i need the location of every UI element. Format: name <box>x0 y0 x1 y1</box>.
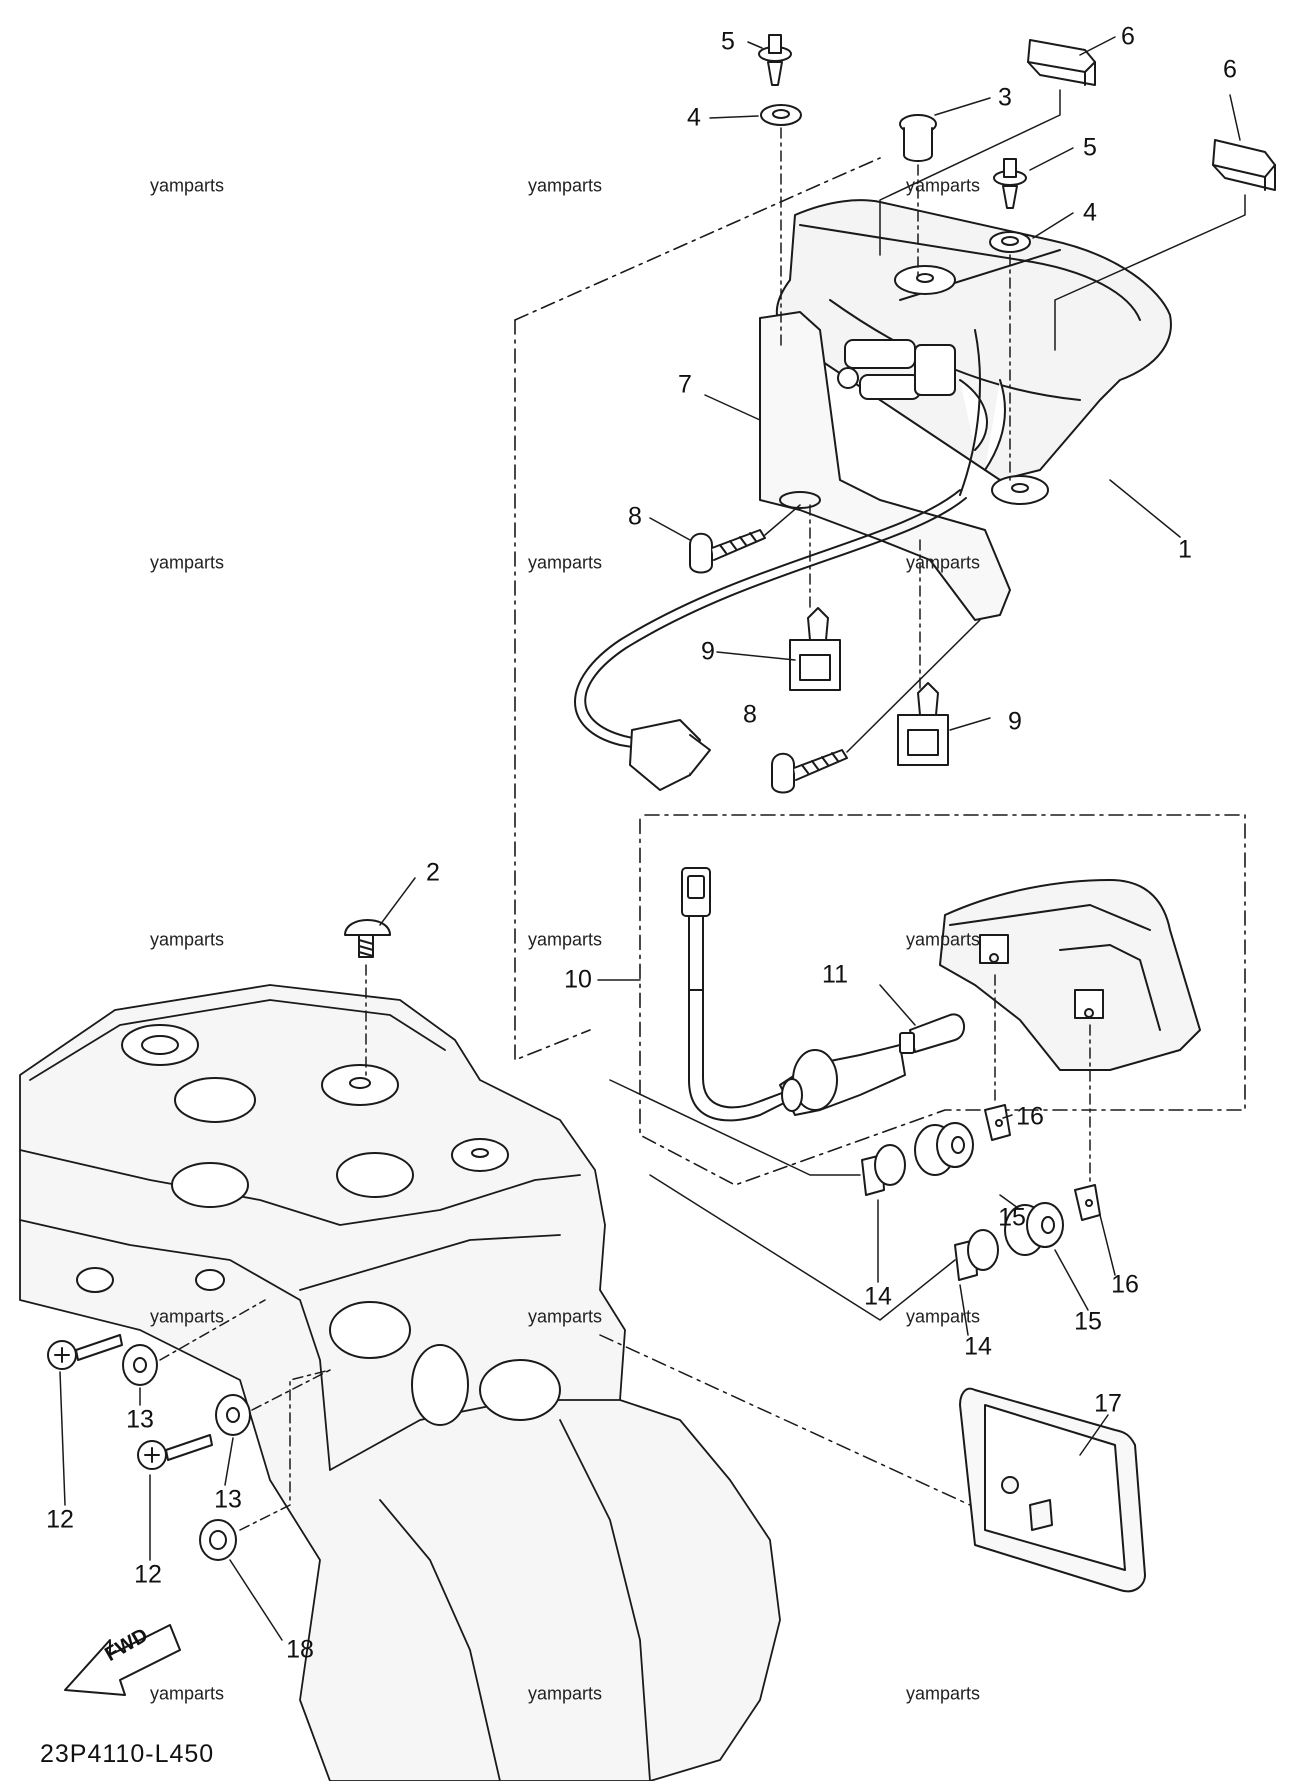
watermark: yamparts <box>905 552 981 573</box>
screw-8-upper-leader <box>764 504 801 536</box>
collar-leader-lines <box>609 1079 956 1321</box>
callout-2: 2 <box>426 858 440 887</box>
callout-15-lower: 15 <box>1074 1307 1102 1336</box>
screw-8-upper <box>689 529 766 574</box>
watermark: yamparts <box>905 929 981 950</box>
watermark: yamparts <box>905 175 981 196</box>
screw-5-right <box>993 158 1027 209</box>
bracket-7 <box>759 311 1011 621</box>
fender-holes <box>76 1024 561 1426</box>
lamp-17-guide <box>599 1334 971 1506</box>
watermark: yamparts <box>149 175 225 196</box>
tail-light-assembly-outline <box>514 157 881 1061</box>
callout-leaders <box>59 36 1241 1641</box>
callout-9-right: 9 <box>1008 707 1022 736</box>
nut-18 <box>199 1519 237 1561</box>
callout-14-upper: 14 <box>864 1282 892 1311</box>
screw-8-lower <box>771 749 848 794</box>
callout-4-left: 4 <box>687 103 701 132</box>
callout-11: 11 <box>822 960 848 989</box>
license-light-wire <box>681 867 791 1122</box>
callout-3: 3 <box>998 83 1012 112</box>
callout-1: 1 <box>1178 535 1192 564</box>
tail-light-internals <box>837 339 1006 471</box>
callout-14-lower: 14 <box>964 1332 992 1361</box>
grommet-15-lower <box>1004 1202 1064 1256</box>
callout-12-upper: 12 <box>46 1505 74 1534</box>
license-light-dashed-box <box>639 814 1246 1186</box>
callout-16-upper: 16 <box>1016 1102 1044 1131</box>
license-box-guide-lines <box>994 974 1091 1186</box>
callout-4-right: 4 <box>1083 198 1097 227</box>
callout-13-lower: 13 <box>214 1485 242 1514</box>
callout-8-upper: 8 <box>628 502 642 531</box>
bolt-12-upper <box>47 1334 123 1370</box>
bolt-12-lower <box>137 1434 213 1470</box>
washer-4-right <box>989 231 1031 253</box>
tail-light-lead-wire <box>574 329 981 751</box>
fwd-arrow-icon <box>64 1624 181 1696</box>
bulb-11-leader <box>879 984 916 1026</box>
upper-dashed-guide-lines <box>780 127 1011 691</box>
callout-17: 17 <box>1094 1389 1122 1418</box>
collar-14-lower <box>954 1229 999 1281</box>
watermark: yamparts <box>149 1683 225 1704</box>
bulb-socket <box>779 1044 906 1116</box>
screw-5-left <box>758 34 792 86</box>
watermark: yamparts <box>527 929 603 950</box>
watermark: yamparts <box>149 929 225 950</box>
watermark: yamparts <box>527 1306 603 1327</box>
washer-13-upper <box>122 1344 158 1386</box>
callout-6-right: 6 <box>1223 55 1237 84</box>
collar-14-upper <box>861 1144 906 1196</box>
callout-10: 10 <box>564 965 592 994</box>
watermark: yamparts <box>527 1683 603 1704</box>
screw-2 <box>344 919 391 958</box>
clip-9-right <box>897 682 949 766</box>
callout-5-left: 5 <box>721 27 735 56</box>
washer-13-lower <box>215 1394 251 1436</box>
watermark: yamparts <box>527 552 603 573</box>
callout-8-lower: 8 <box>743 700 757 729</box>
clip-9-left <box>789 607 841 691</box>
watermark: yamparts <box>149 552 225 573</box>
grommet-15-upper <box>914 1122 974 1176</box>
pad-leader-lines <box>879 89 1246 351</box>
license-light-housing <box>939 879 1201 1071</box>
callout-5-right: 5 <box>1083 133 1097 162</box>
watermark: yamparts <box>905 1683 981 1704</box>
callout-13-upper: 13 <box>126 1405 154 1434</box>
nut-16-upper <box>984 1104 1011 1141</box>
callout-7: 7 <box>678 370 692 399</box>
watermark: yamparts <box>905 1306 981 1327</box>
callout-9-left: 9 <box>701 637 715 666</box>
lower-guide-lines <box>159 1299 331 1531</box>
callout-6-left: 6 <box>1121 22 1135 51</box>
pad-6-left <box>1027 39 1096 86</box>
nut-16-lower <box>1074 1184 1101 1221</box>
wire-connector <box>629 719 711 791</box>
watermark: yamparts <box>149 1306 225 1327</box>
bulb-11 <box>899 1013 965 1054</box>
watermark: yamparts <box>527 175 603 196</box>
pad-6-right <box>1212 139 1276 191</box>
callout-15-upper: 15 <box>998 1203 1026 1232</box>
callout-16-lower: 16 <box>1111 1270 1139 1299</box>
license-lamp-17 <box>959 1387 1146 1593</box>
screw-8-lower-leader <box>846 619 981 753</box>
callout-12-lower: 12 <box>134 1560 162 1589</box>
callout-18: 18 <box>286 1635 314 1664</box>
washer-4-left <box>760 104 802 126</box>
diagram-code: 23P4110-L450 <box>40 1740 215 1768</box>
collar-3 <box>899 114 937 162</box>
